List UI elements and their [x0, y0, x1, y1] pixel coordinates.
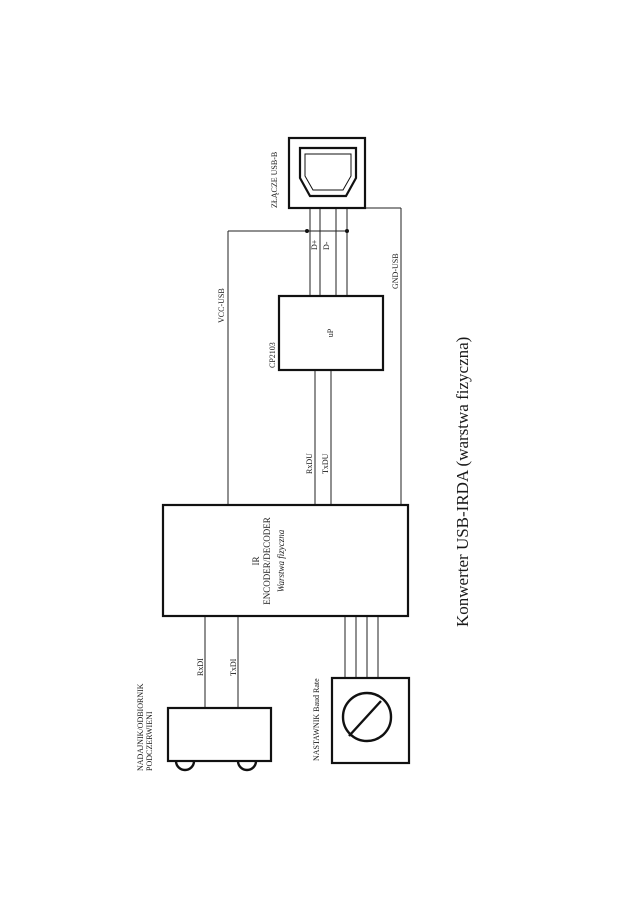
ir-transceiver — [166, 706, 273, 772]
rxdi-label: RxDI — [196, 658, 205, 676]
ir-encoder-line2: ENCODER/DECODER — [262, 517, 272, 605]
ir-encoder-line1: IR — [251, 557, 261, 566]
txdu-label: TxDU — [321, 453, 330, 474]
baud-selector-label: NASTAWNIK Baud Rate — [312, 678, 321, 761]
ir-encoder-line3: Warstwa fizyczna — [276, 529, 286, 592]
dminus-label: D- — [322, 241, 331, 250]
cp2103-label: CP2103 — [268, 342, 277, 368]
gnd-label: GND-USB — [391, 253, 400, 289]
gnd-junction-dot — [345, 229, 349, 233]
usb-connector — [287, 136, 367, 210]
usb-connector-label: ZŁĄCZE USB-B — [270, 152, 279, 208]
ir-encoder-block — [161, 503, 410, 618]
cp2103-inner-label: uP — [326, 328, 335, 337]
dial-pointer — [348, 700, 382, 737]
vcc-label: VCC-USB — [217, 288, 226, 323]
transceiver-label-line1: NADAJNIK/ODBIORNIK — [136, 683, 145, 771]
cp2103-block — [277, 294, 385, 372]
baud-rate-selector — [330, 676, 411, 765]
diagram-title: Konwerter USB-IRDA (warstwa fizyczna) — [453, 337, 472, 627]
txdi-label: TxDI — [229, 658, 238, 676]
transceiver-label-line2: PODCZERWIENI — [145, 711, 154, 771]
rxdu-label: RxDU — [305, 453, 314, 474]
dplus-label: D+ — [310, 239, 319, 250]
vcc-junction-dot — [305, 229, 309, 233]
